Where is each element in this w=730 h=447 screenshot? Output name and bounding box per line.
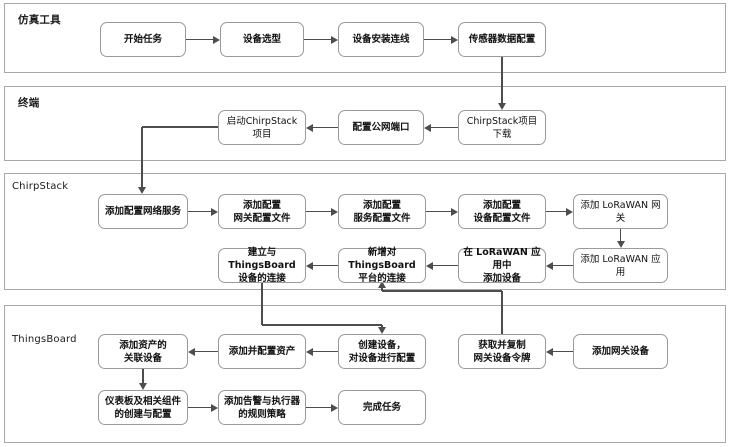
- edge-n23-to-n24-head: [331, 403, 338, 412]
- edge-n3-to-n4-head: [451, 35, 458, 44]
- edge-n15-to-n16: [313, 264, 338, 267]
- edge-n9-to-n10: [306, 210, 331, 213]
- edge-n21-to-n22-head: [139, 383, 147, 390]
- flow-node-n22[interactable]: 仪表板及相关组件 的创建与配置: [98, 390, 188, 425]
- edge-n14-to-n15: [433, 264, 458, 267]
- lane-label: 仿真工具: [18, 14, 61, 26]
- flow-node-n19[interactable]: 创建设备， 对设备进行配置: [338, 334, 426, 369]
- edge-n17-to-n18: [553, 350, 573, 353]
- edge-n12-to-n13: [619, 229, 622, 241]
- connector-chirpstack-to-devices: [381, 325, 383, 327]
- edge-n10-to-n11-head: [451, 207, 458, 216]
- flow-node-n17[interactable]: 添加网关设备: [573, 334, 668, 369]
- flow-node-n13[interactable]: 添加 LoRaWAN 应用: [573, 248, 668, 283]
- flow-node-n12[interactable]: 添加 LoRaWAN 网关: [573, 194, 668, 229]
- edge-n1-to-n2: [186, 38, 213, 41]
- edge-n10-to-n11: [426, 210, 451, 213]
- flow-node-n14[interactable]: 在 LoRaWAN 应用中 添加设备: [458, 247, 546, 284]
- flow-node-n16[interactable]: 建立与ThingsBoard 设备的连接: [218, 247, 306, 284]
- edge-n19-to-n20-head: [306, 347, 313, 356]
- flow-node-n1[interactable]: 开始任务: [100, 22, 186, 57]
- edge-n13-to-n14: [553, 264, 573, 267]
- flow-node-n10[interactable]: 添加配置 服务配置文件: [338, 194, 426, 229]
- edge-n1-to-n2-head: [213, 35, 220, 44]
- edge-n20-to-n21-head: [188, 347, 195, 356]
- connector-terminal-to-chirpstack-head: [138, 187, 146, 194]
- lane-label: 终端: [18, 97, 40, 109]
- edge-n20-to-n21: [195, 350, 218, 353]
- flow-node-n21[interactable]: 添加资产的 关联设备: [98, 334, 188, 369]
- flow-node-n24[interactable]: 完成任务: [338, 390, 426, 425]
- flow-node-n18[interactable]: 获取并复制 网关设备令牌: [458, 334, 546, 369]
- edge-n23-to-n24: [306, 406, 331, 409]
- flow-node-n7[interactable]: 启动ChirpStack项目: [218, 110, 306, 145]
- edge-n21-to-n22: [142, 369, 144, 383]
- connector-token-to-connection: [501, 291, 503, 334]
- edge-n19-to-n20: [313, 350, 338, 353]
- edge-n9-to-n10-head: [331, 207, 338, 216]
- connector-sim-to-terminal-head: [498, 103, 506, 110]
- edge-n22-to-n23-head: [211, 403, 218, 412]
- connector-token-to-connection-head: [378, 281, 386, 288]
- edge-n11-to-n12-head: [566, 207, 573, 216]
- flow-node-n8[interactable]: 添加配置网络服务: [98, 194, 188, 229]
- edge-n17-to-n18-head: [546, 347, 553, 356]
- connector-sim-to-terminal: [501, 57, 503, 103]
- edge-n13-to-n14-head: [546, 261, 553, 270]
- edge-n2-to-n3-head: [331, 35, 338, 44]
- lane-label: ThingsBoard: [12, 334, 77, 345]
- flow-node-n9[interactable]: 添加配置 网关配置文件: [218, 194, 306, 229]
- connector-token-to-connection: [381, 287, 383, 291]
- flow-node-n23[interactable]: 添加告警与执行器 的规则策略: [218, 390, 306, 425]
- flow-node-n2[interactable]: 设备选型: [220, 22, 304, 57]
- flow-node-n20[interactable]: 添加并配置资产: [218, 334, 306, 369]
- flow-node-n11[interactable]: 添加配置 设备配置文件: [458, 194, 546, 229]
- edge-n22-to-n23: [188, 406, 211, 409]
- connector-token-to-connection: [382, 290, 502, 292]
- connector-terminal-to-chirpstack: [141, 127, 143, 187]
- edge-n6-to-n7-head: [306, 123, 313, 132]
- edge-n5-to-n6-head: [424, 123, 431, 132]
- flow-node-n3[interactable]: 设备安装连线: [338, 22, 424, 57]
- edge-n8-to-n9-head: [211, 207, 218, 216]
- flow-node-n5[interactable]: ChirpStack项目下载: [458, 110, 546, 145]
- edge-n14-to-n15-head: [426, 261, 433, 270]
- connector-chirpstack-to-devices: [262, 324, 382, 326]
- edge-n15-to-n16-head: [306, 261, 313, 270]
- edge-n6-to-n7: [313, 126, 338, 129]
- lane-label: ChirpStack: [12, 181, 69, 192]
- flow-node-n15[interactable]: 新增对ThingsBoard 平台的连接: [338, 247, 426, 284]
- edge-n8-to-n9: [188, 210, 211, 213]
- connector-chirpstack-to-devices: [261, 283, 263, 325]
- edge-n11-to-n12: [546, 210, 566, 213]
- edge-n5-to-n6: [431, 126, 458, 129]
- connector-terminal-to-chirpstack: [142, 126, 218, 128]
- edge-n3-to-n4: [424, 38, 451, 41]
- connector-chirpstack-to-devices-head: [378, 327, 386, 334]
- edge-n2-to-n3: [304, 38, 331, 41]
- flow-node-n4[interactable]: 传感器数据配置: [458, 22, 546, 57]
- edge-n12-to-n13-head: [616, 241, 625, 248]
- flow-node-n6[interactable]: 配置公网端口: [338, 110, 424, 145]
